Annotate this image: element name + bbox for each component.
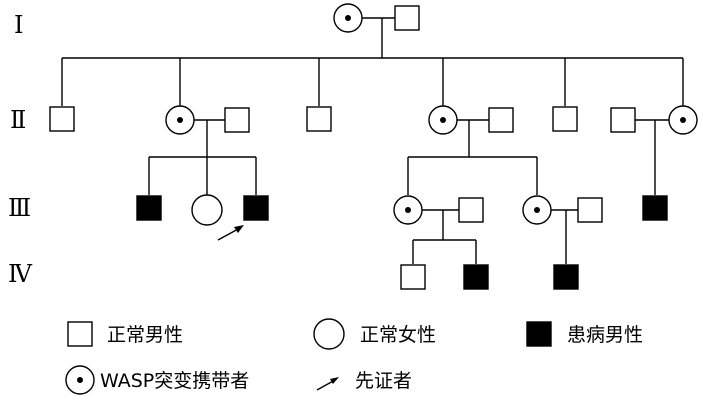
generation-label-3: Ⅲ bbox=[8, 194, 31, 222]
gen4-male bbox=[400, 264, 426, 290]
carrier-dot bbox=[177, 117, 183, 123]
gen3-affected-male-proband bbox=[243, 195, 269, 221]
gen3-female bbox=[191, 194, 223, 226]
legend-proband-label: 先证者 bbox=[355, 370, 412, 392]
legend: 正常男性 正常女性 患病男性 WASP突变携带者 先证者 bbox=[65, 318, 643, 395]
gen4-affected-male-1 bbox=[463, 264, 489, 290]
carrier-dot bbox=[680, 117, 686, 123]
gen3-affected-male-2 bbox=[642, 195, 668, 221]
carrier-dot bbox=[405, 207, 411, 213]
generation-label-4: Ⅳ bbox=[8, 260, 33, 288]
gen4-affected-male-2 bbox=[553, 264, 579, 290]
gen2-male-1 bbox=[49, 106, 75, 132]
legend-carrier-label: WASP突变携带者 bbox=[100, 370, 249, 392]
gen2-couple-middle bbox=[428, 105, 514, 157]
proband-arrow bbox=[217, 225, 244, 241]
gen2-couple-left bbox=[165, 105, 250, 157]
gen3-couple-1 bbox=[393, 195, 484, 240]
gen2-couple-right bbox=[610, 105, 698, 195]
legend-normal-female-label: 正常女性 bbox=[360, 324, 436, 346]
gen2-spouse-male-1 bbox=[224, 107, 250, 133]
carrier-dot bbox=[534, 207, 540, 213]
generation-label-2: Ⅱ bbox=[10, 106, 26, 134]
carrier-dot bbox=[345, 15, 351, 21]
gen3-affected-male-1 bbox=[136, 195, 162, 221]
gen2-spouse-male-2 bbox=[488, 107, 514, 133]
legend-normal-male-label: 正常男性 bbox=[107, 324, 183, 346]
generation-label-1: Ⅰ bbox=[14, 11, 23, 39]
gen2-spouse-male-3 bbox=[610, 107, 636, 133]
gen2-male-2 bbox=[306, 106, 332, 132]
gen1-couple bbox=[333, 3, 420, 58]
carrier-dot bbox=[77, 377, 83, 383]
gen3-spouse-male-2 bbox=[577, 197, 603, 223]
gen3-spouse-male-1 bbox=[458, 197, 484, 223]
gen2-male-3 bbox=[552, 106, 578, 132]
gen1-male bbox=[394, 5, 420, 31]
legend-proband-arrow-head bbox=[330, 377, 339, 384]
carrier-dot bbox=[440, 117, 446, 123]
legend-normal-female-symbol bbox=[313, 318, 345, 350]
legend-normal-male-symbol bbox=[67, 321, 93, 347]
proband-arrow-head bbox=[234, 225, 244, 233]
legend-affected-male-symbol bbox=[526, 321, 552, 347]
legend-affected-male-label: 患病男性 bbox=[567, 324, 643, 346]
gen3-couple-2 bbox=[522, 195, 603, 264]
